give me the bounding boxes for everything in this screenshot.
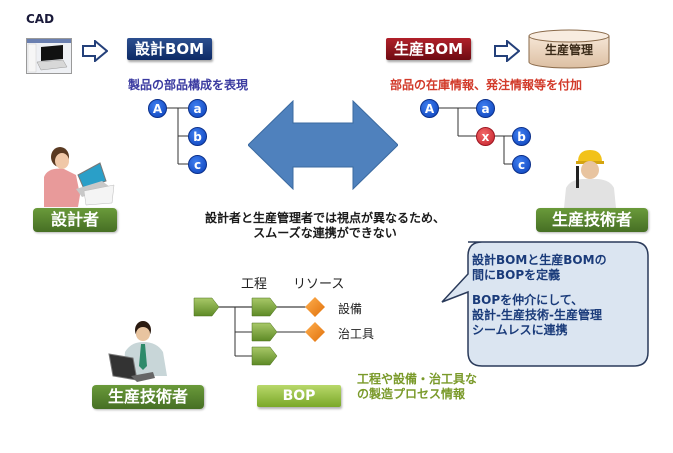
resource-label: 設備 [338, 302, 363, 316]
production-bom-badge: 生産BOM [386, 38, 472, 60]
center-message-line1: 設計者と生産管理者では視点が異なるため、 [204, 211, 445, 225]
process-header: 工程 [241, 277, 268, 292]
production-engineer-badge-bottom: 生産技術者 [92, 385, 204, 409]
bop-badge: BOP [257, 385, 341, 407]
design-bom-subtitle: 製品の部品構成を表現 [128, 78, 249, 92]
center-message-line2: スムーズな連携ができない [253, 226, 397, 240]
engineer-laptop-person-icon [108, 321, 167, 382]
tree-node: b [188, 127, 207, 146]
bop-description-line1: 工程や設備・治工具な [357, 372, 478, 386]
production-management-label: 生産管理 [544, 43, 593, 57]
process-step-shape [251, 322, 278, 342]
engineer-helmet-person-icon [564, 150, 616, 208]
callout-text: 設計BOMと生産BOMの 間にBOPを定義 BOPを仲介にして、 設計-生産技術… [472, 253, 607, 338]
tree-node: c [512, 155, 531, 174]
callout-line: 設計-生産技術-生産管理 [472, 308, 602, 322]
database-cylinder-icon [528, 29, 610, 69]
design-bom-badge: 設計BOM [127, 38, 213, 60]
resource-header: リソース [293, 277, 345, 292]
resource-diamond [305, 322, 325, 342]
resource-diamond [305, 297, 325, 317]
bop-description: 工程や設備・治工具な の製造プロセス情報 [357, 372, 477, 402]
designer-badge: 設計者 [33, 208, 117, 232]
tree-node: c [188, 155, 207, 174]
callout-line: 設計BOMと生産BOMの [472, 253, 607, 267]
callout-line: BOPを仲介にして、 [472, 293, 584, 307]
center-message: 設計者と生産管理者では視点が異なるため、 スムーズな連携ができない [150, 211, 500, 241]
cad-label: CAD [26, 12, 55, 26]
bop-description-line2: の製造プロセス情報 [357, 387, 466, 401]
process-step-shape [251, 346, 278, 366]
callout-line: シームレスに連携 [472, 323, 568, 337]
tree-node: b [512, 127, 531, 146]
process-step-shape [251, 297, 278, 317]
production-bom-subtitle: 部品の在庫情報、発注情報等を付加 [390, 78, 583, 92]
double-arrow-icon [248, 100, 398, 190]
process-step-shape [193, 297, 220, 317]
production-engineer-badge-top: 生産技術者 [536, 208, 648, 232]
laptop-screenshot-icon [26, 38, 72, 74]
bop-process-tree [193, 297, 325, 366]
tree-node-root: A [148, 99, 167, 118]
callout-line: 間にBOPを定義 [472, 268, 561, 282]
tree-node: a [476, 99, 495, 118]
tree-node-root: A [420, 99, 439, 118]
right-arrow-icon [494, 40, 520, 62]
resource-label: 治工具 [338, 327, 375, 341]
tree-node-intermediate: x [476, 127, 495, 146]
right-arrow-icon [82, 40, 108, 62]
design-bom-tree-lines [166, 107, 188, 165]
designer-person-icon [44, 147, 115, 207]
callout-bubble [441, 241, 649, 367]
tree-node: a [188, 99, 207, 118]
